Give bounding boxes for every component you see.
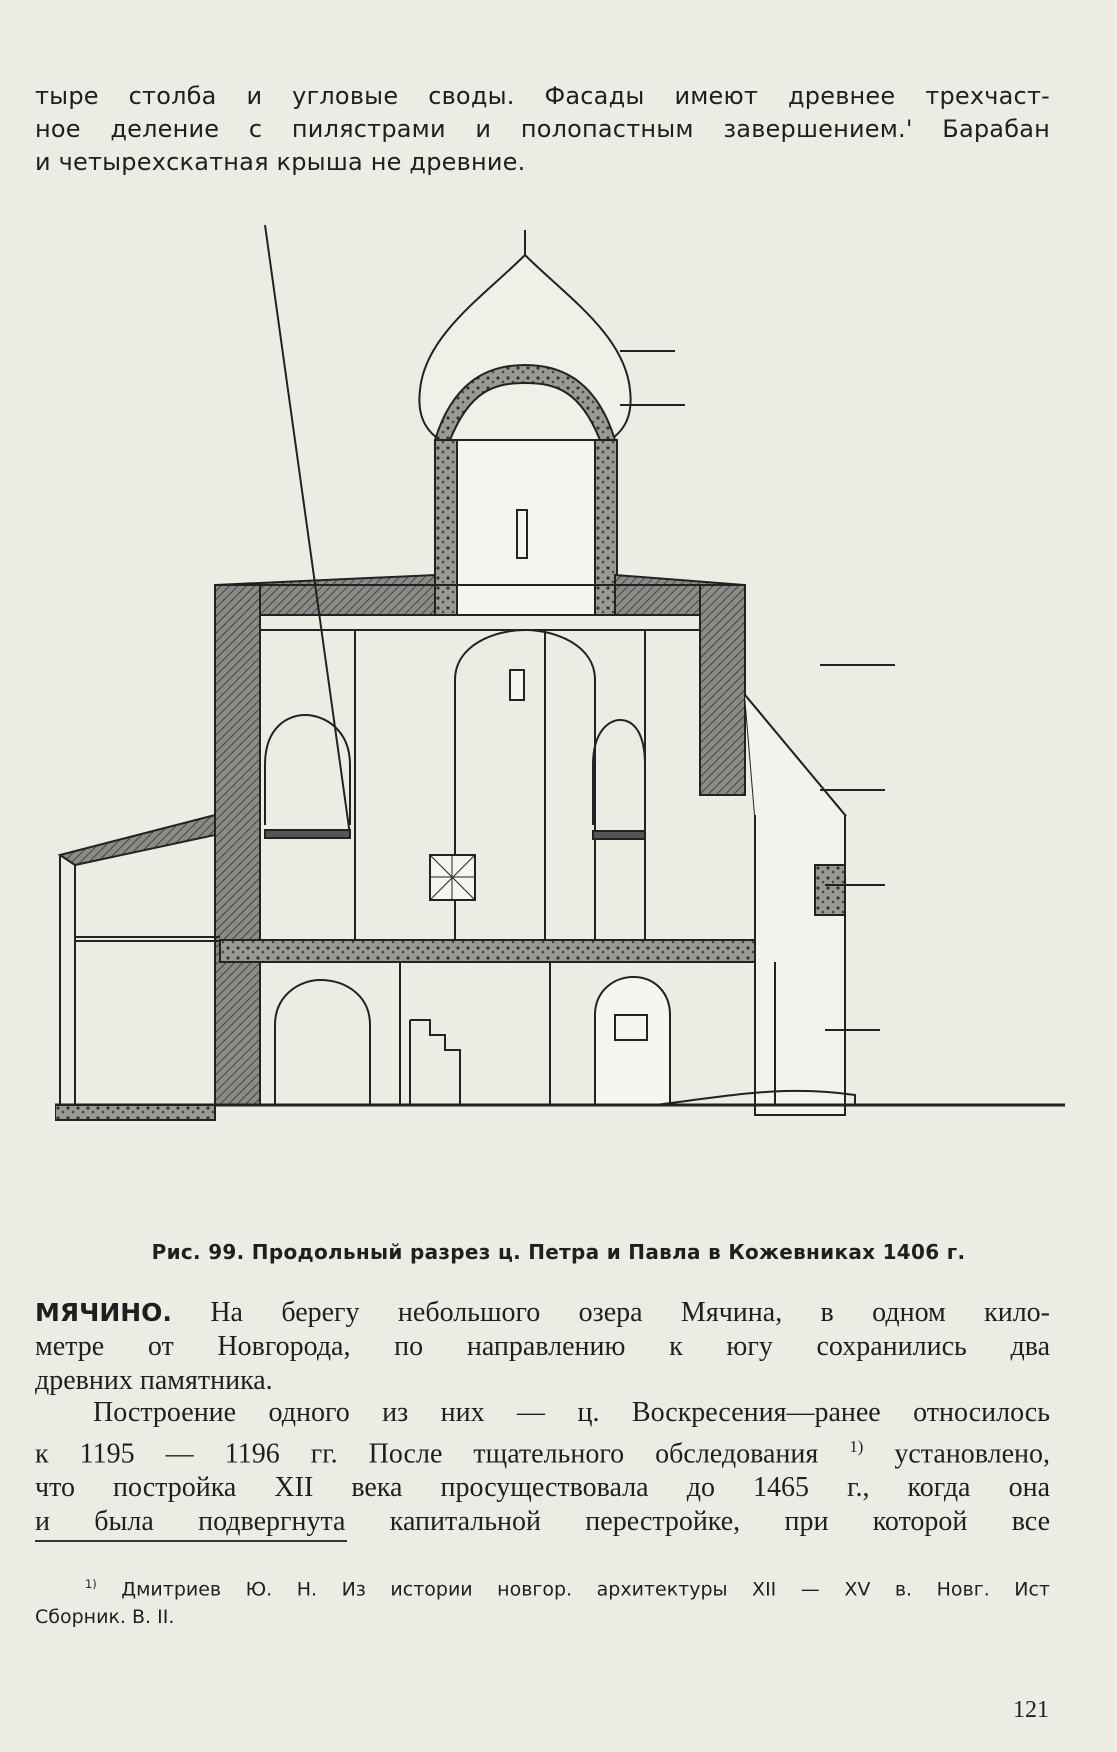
text-line: Построение одного из них — ц. Воскресени…	[93, 1397, 1050, 1428]
footnote-separator	[35, 1540, 347, 1542]
text-line: и была подвергнута капитальной перестрой…	[35, 1506, 1050, 1538]
text-line: что постройка XII века просуществовала д…	[35, 1472, 1050, 1504]
text-line: На берегу небольшого озера Мячина, в одн…	[210, 1297, 1050, 1328]
figure-caption: Рис. 99. Продольный разрез ц. Петра и Па…	[151, 1240, 966, 1264]
text-line: древних памятника.	[35, 1365, 273, 1396]
text-line: и четырехскатная крыша не древние.	[35, 148, 526, 176]
text-line: тыре столба и угловые своды. Фасады имею…	[35, 82, 1050, 110]
section-paragraph-1: МЯЧИНО. На берегу небольшого озера Мячин…	[35, 1296, 1050, 1398]
footnote-marker: 1)	[85, 1577, 97, 1591]
top-paragraph: тыре столба и угловые своды. Фасады имею…	[35, 80, 1050, 179]
page-number: 121	[1013, 1697, 1049, 1723]
section-paragraph-2: Построение одного из них — ц. Воскресени…	[35, 1396, 1050, 1539]
footnote-line: Сборник. В. II.	[35, 1606, 175, 1629]
footnote-reference[interactable]: 1)	[849, 1437, 864, 1456]
church-section-drawing	[54, 224, 1065, 1245]
footnote-line: Дмитриев Ю. Н. Из истории новгор. архите…	[121, 1578, 1050, 1601]
section-keyword: МЯЧИНО.	[35, 1298, 172, 1327]
text-line: к 1195 — 1196 гг. После тщательного обсл…	[35, 1438, 819, 1470]
text-line: метре от Новгорода, по направлению к югу…	[35, 1331, 1050, 1362]
footnote: 1) Дмитриев Ю. Н. Из истории новгор. арх…	[35, 1570, 1050, 1631]
text-line-tail: установлено,	[894, 1438, 1051, 1470]
text-line: ное деление с пилястрами и полопастным з…	[35, 115, 1050, 143]
